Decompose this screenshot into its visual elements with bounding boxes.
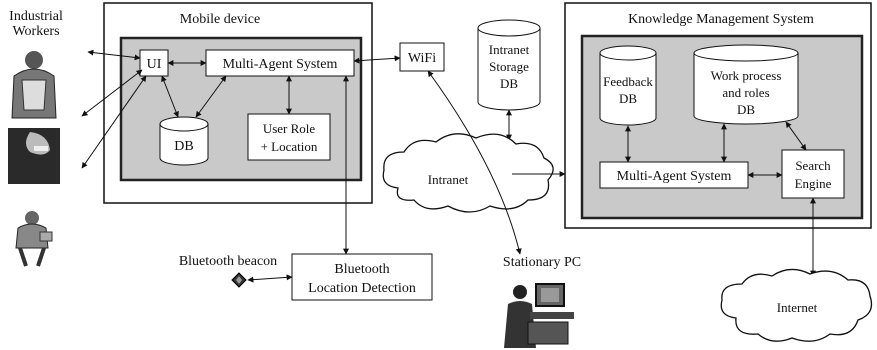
wifi-label: WiFi bbox=[408, 51, 436, 66]
workprocess-label-line1: Work process bbox=[711, 68, 782, 83]
bt-detect-box bbox=[291, 253, 433, 301]
bt-detect-label-line2: Location Detection bbox=[308, 281, 416, 296]
intranet-storage-line2: Storage bbox=[489, 59, 529, 74]
arrow-workprocess-search bbox=[785, 121, 807, 151]
bt-detect-label-line1: Bluetooth bbox=[334, 262, 389, 277]
arrow-ui-db bbox=[161, 75, 179, 118]
kms-title: Knowledge Management System bbox=[628, 12, 814, 27]
beacon-diamond-icon bbox=[231, 272, 247, 288]
search-engine-box bbox=[781, 149, 845, 199]
ui-label: UI bbox=[147, 57, 162, 72]
intranet-storage-line1: Intranet bbox=[489, 42, 530, 57]
stationary-pc-label: Stationary PC bbox=[503, 255, 581, 270]
arrow-wifi-pc bbox=[427, 70, 522, 255]
ui-box bbox=[139, 49, 169, 77]
worker-figure-3 bbox=[15, 211, 53, 267]
mobile-db-cylinder bbox=[159, 116, 209, 166]
workprocess-label-line3: DB bbox=[737, 102, 755, 117]
intranet-storage-line3: DB bbox=[500, 76, 518, 91]
workprocess-label-line2: and roles bbox=[722, 85, 769, 100]
user-role-label-line1: User Role bbox=[263, 121, 316, 136]
feedback-label-line1: Feedback bbox=[603, 74, 653, 89]
mas-kms-label: Multi-Agent System bbox=[617, 169, 732, 184]
arrow-worker3-ui bbox=[81, 75, 147, 169]
internet-cloud bbox=[720, 268, 873, 342]
mas-mobile-label: Multi-Agent System bbox=[223, 57, 338, 72]
mobile-db-label: DB bbox=[174, 139, 193, 154]
search-label-line1: Search bbox=[795, 158, 831, 173]
workers-label-line1: Industrial bbox=[9, 9, 63, 24]
workers-label-line2: Workers bbox=[12, 24, 59, 39]
internet-label: Internet bbox=[777, 300, 818, 315]
feedback-db-cylinder bbox=[599, 45, 657, 126]
worker-figure-1 bbox=[11, 51, 57, 119]
intranet-label: Intranet bbox=[428, 172, 469, 187]
wifi-box bbox=[399, 42, 445, 72]
arrow-worker1-ui bbox=[87, 49, 141, 61]
arrow-mas-db bbox=[195, 75, 227, 118]
arrow-beacon-bt bbox=[247, 274, 293, 283]
worker-figure-2 bbox=[8, 128, 60, 184]
bt-beacon-label: Bluetooth beacon bbox=[179, 254, 277, 269]
mobile-device-title: Mobile device bbox=[180, 12, 260, 27]
desktop-pc-icon bbox=[504, 283, 574, 348]
search-label-line2: Engine bbox=[795, 176, 832, 191]
user-role-box bbox=[247, 113, 331, 161]
mas-kms-box bbox=[599, 161, 749, 189]
mas-mobile-box bbox=[205, 49, 355, 77]
feedback-label-line2: DB bbox=[619, 91, 637, 106]
user-role-label-line2: + Location bbox=[261, 139, 318, 154]
arrow-mas-wifi bbox=[353, 55, 401, 64]
workprocess-db-cylinder bbox=[693, 44, 799, 125]
